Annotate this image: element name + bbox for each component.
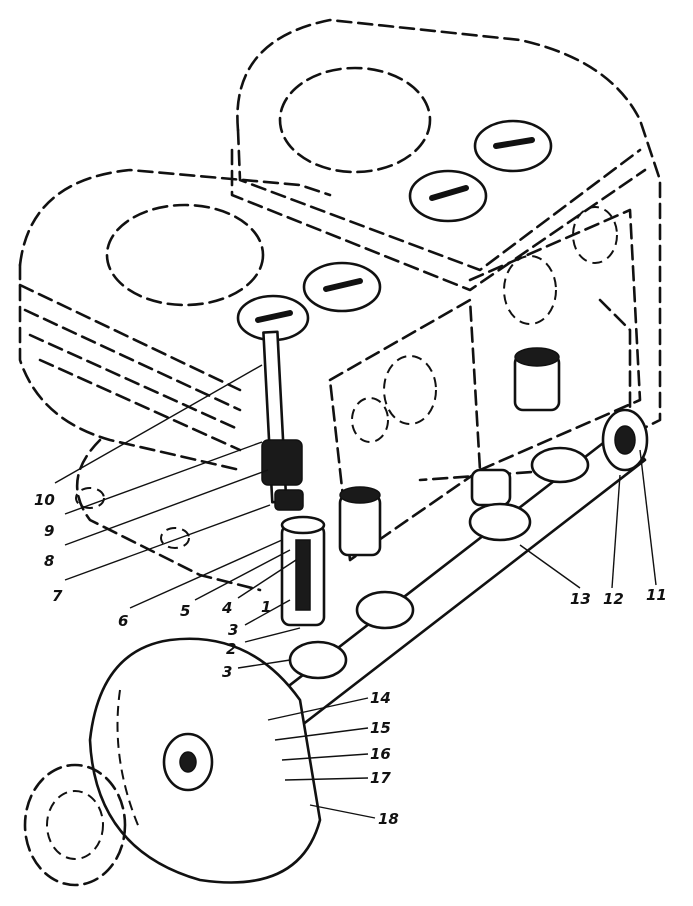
callout-2: 2 [226, 640, 236, 658]
callout-7: 7 [52, 587, 63, 605]
callout-1: 1 [261, 598, 271, 616]
callout-labels: 10 9 8 7 6 5 4 1 3 2 3 14 15 16 17 18 13… [34, 491, 667, 828]
callout-18: 18 [378, 810, 399, 828]
callout-14: 14 [370, 689, 391, 707]
callout-4: 4 [221, 599, 232, 617]
callout-16: 16 [370, 745, 391, 763]
callout-12: 12 [603, 590, 624, 608]
callout-9: 9 [44, 522, 54, 540]
callout-3-lower: 3 [222, 663, 232, 681]
callout-13: 13 [570, 590, 591, 608]
camshaft-gear [23, 637, 322, 887]
callout-8: 8 [44, 552, 54, 570]
leader-lines [54, 364, 657, 819]
callout-3-upper: 3 [228, 621, 238, 639]
callout-6: 6 [118, 612, 128, 630]
tappets [338, 347, 561, 557]
callout-10: 10 [34, 491, 55, 509]
callout-17: 17 [370, 769, 391, 787]
callout-11: 11 [646, 586, 667, 604]
callout-5: 5 [180, 602, 190, 620]
push-rod-assembly [261, 330, 326, 627]
callout-15: 15 [370, 719, 391, 737]
valve-cover-caps [236, 119, 553, 342]
